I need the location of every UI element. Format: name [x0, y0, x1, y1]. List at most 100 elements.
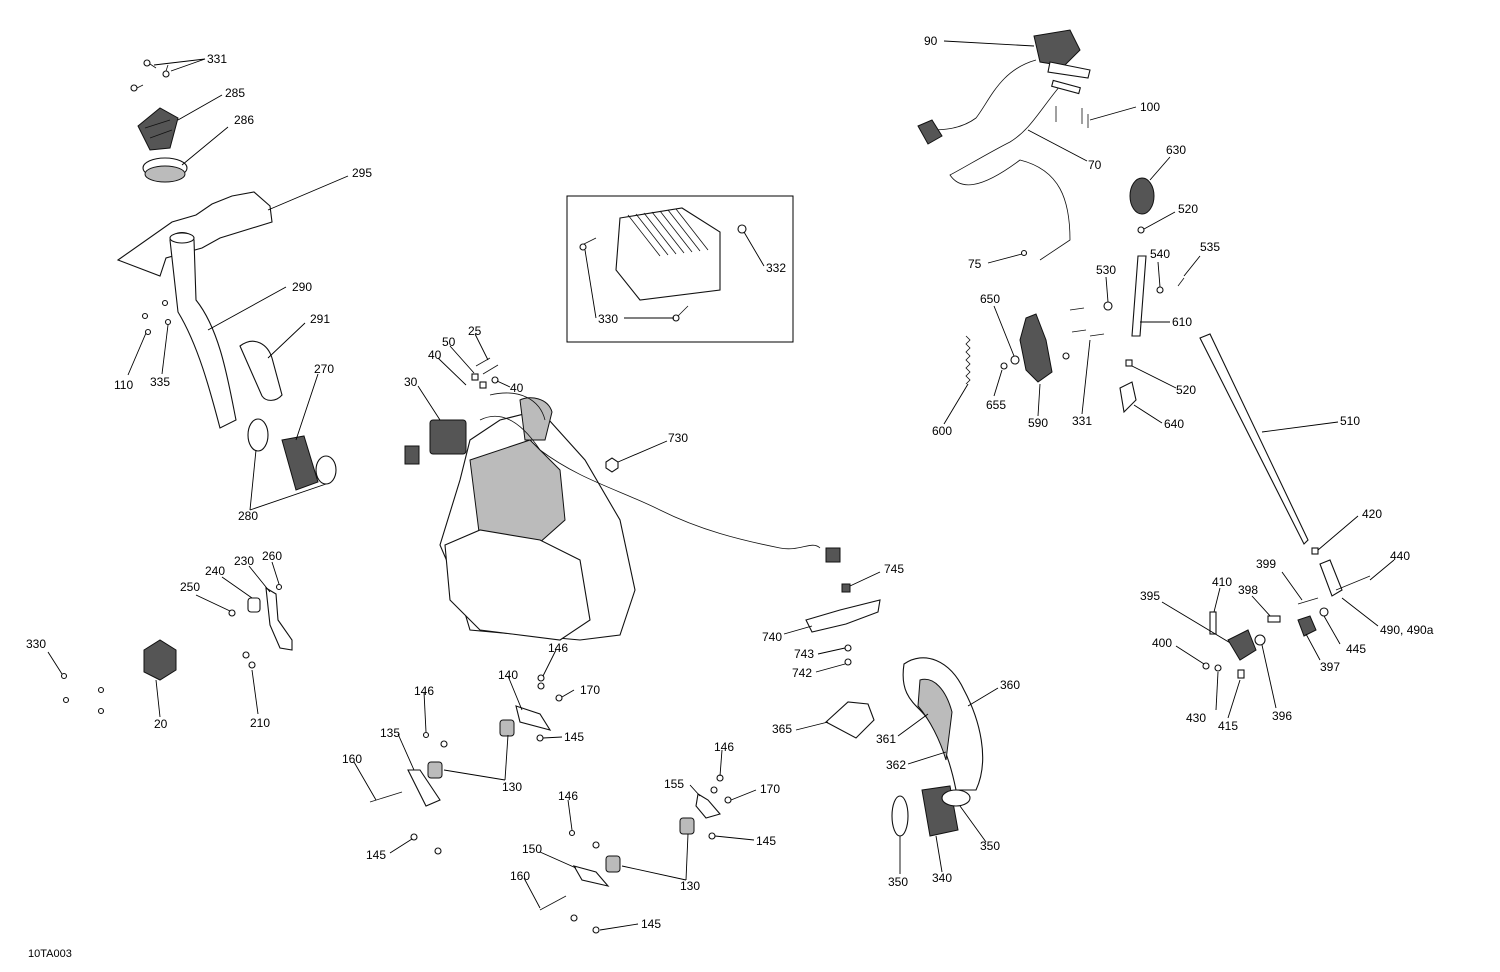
throttle-group	[917, 29, 1339, 545]
label-743: 743	[794, 647, 814, 661]
label-535: 535	[1200, 240, 1220, 254]
label-140: 140	[498, 668, 518, 682]
label-640: 640	[1164, 417, 1184, 431]
label-330-left: 330	[26, 637, 46, 651]
label-291: 291	[310, 312, 330, 326]
label-100: 100	[1140, 100, 1160, 114]
label-397: 397	[1320, 660, 1340, 674]
figure-code: 10TA003	[28, 948, 72, 960]
label-360: 360	[1000, 678, 1020, 692]
coupler-270	[247, 418, 337, 491]
label-742: 742	[792, 666, 812, 680]
label-395: 395	[1140, 589, 1160, 603]
label-430: 430	[1186, 711, 1206, 725]
label-146-right: 146	[714, 740, 734, 754]
engine-assembly	[404, 333, 841, 641]
airbox-group	[795, 657, 999, 874]
bracket-740	[783, 571, 881, 673]
label-250: 250	[180, 580, 200, 594]
label-520-upper: 520	[1178, 202, 1198, 216]
label-600: 600	[932, 424, 952, 438]
label-490-490a: 490, 490a	[1380, 623, 1434, 637]
label-160-lower: 160	[510, 869, 530, 883]
label-730: 730	[668, 431, 688, 445]
plate-295	[116, 191, 273, 277]
screw-331-top	[130, 59, 170, 92]
label-610: 610	[1172, 315, 1192, 329]
label-399: 399	[1256, 557, 1276, 571]
label-280: 280	[238, 509, 258, 523]
label-295: 295	[352, 166, 372, 180]
label-50: 50	[442, 335, 456, 349]
label-540: 540	[1150, 247, 1170, 261]
label-20: 20	[154, 717, 168, 731]
label-630: 630	[1166, 143, 1186, 157]
label-398: 398	[1238, 583, 1258, 597]
label-740: 740	[762, 630, 782, 644]
label-420: 420	[1362, 507, 1382, 521]
label-655: 655	[986, 398, 1006, 412]
label-160-left: 160	[342, 752, 362, 766]
label-40-lower: 40	[510, 381, 524, 395]
label-135: 135	[380, 726, 400, 740]
air-intake-group	[116, 58, 349, 511]
label-145-right: 145	[756, 834, 776, 848]
label-40-upper: 40	[428, 348, 442, 362]
part-20	[143, 639, 177, 681]
label-361: 361	[876, 732, 896, 746]
bracket-group-left	[47, 561, 293, 718]
label-145-upper: 145	[564, 730, 584, 744]
bracket-230	[265, 586, 293, 651]
label-286: 286	[234, 113, 254, 127]
filter-cone-285	[137, 107, 179, 151]
label-445: 445	[1346, 642, 1366, 656]
label-290: 290	[292, 280, 312, 294]
label-146-lower: 146	[558, 789, 578, 803]
label-400: 400	[1152, 636, 1172, 650]
label-650: 650	[980, 292, 1000, 306]
label-90: 90	[924, 34, 938, 48]
label-396: 396	[1272, 709, 1292, 723]
label-330-inset: 330	[598, 312, 618, 326]
label-335: 335	[150, 375, 170, 389]
linkage-group	[1161, 515, 1395, 719]
label-130-left: 130	[502, 780, 522, 794]
label-270: 270	[314, 362, 334, 376]
label-240: 240	[205, 564, 225, 578]
label-410: 410	[1212, 575, 1232, 589]
label-130-lower: 130	[680, 879, 700, 893]
label-75: 75	[968, 257, 982, 271]
ring-286	[142, 157, 188, 183]
hose-291	[239, 340, 283, 401]
label-150: 150	[522, 842, 542, 856]
label-362: 362	[886, 758, 906, 772]
label-170-right: 170	[760, 782, 780, 796]
label-331-top: 331	[207, 52, 227, 66]
label-510: 510	[1340, 414, 1360, 428]
label-146-left: 146	[414, 684, 434, 698]
duct-290	[169, 231, 237, 429]
label-110: 110	[114, 378, 133, 392]
label-70: 70	[1088, 158, 1102, 172]
label-155: 155	[664, 777, 684, 791]
ecm-inset	[566, 195, 794, 343]
label-332: 332	[766, 261, 786, 275]
label-285: 285	[225, 86, 245, 100]
label-260: 260	[262, 549, 282, 563]
label-365: 365	[772, 722, 792, 736]
label-440: 440	[1390, 549, 1410, 563]
label-145-left: 145	[366, 848, 386, 862]
label-590: 590	[1028, 416, 1048, 430]
label-146-upper: 146	[548, 641, 568, 655]
label-170-upper: 170	[580, 683, 600, 697]
label-25: 25	[468, 324, 482, 338]
label-230: 230	[234, 554, 254, 568]
engine-mounts	[353, 649, 757, 934]
label-415: 415	[1218, 719, 1238, 733]
label-350-right: 350	[980, 839, 1000, 853]
label-350-left: 350	[888, 875, 908, 889]
part-number-labels: 331 285 286 295 290 291 110 335 270 280 …	[26, 34, 1434, 931]
label-340: 340	[932, 871, 952, 885]
label-520-lower: 520	[1176, 383, 1196, 397]
